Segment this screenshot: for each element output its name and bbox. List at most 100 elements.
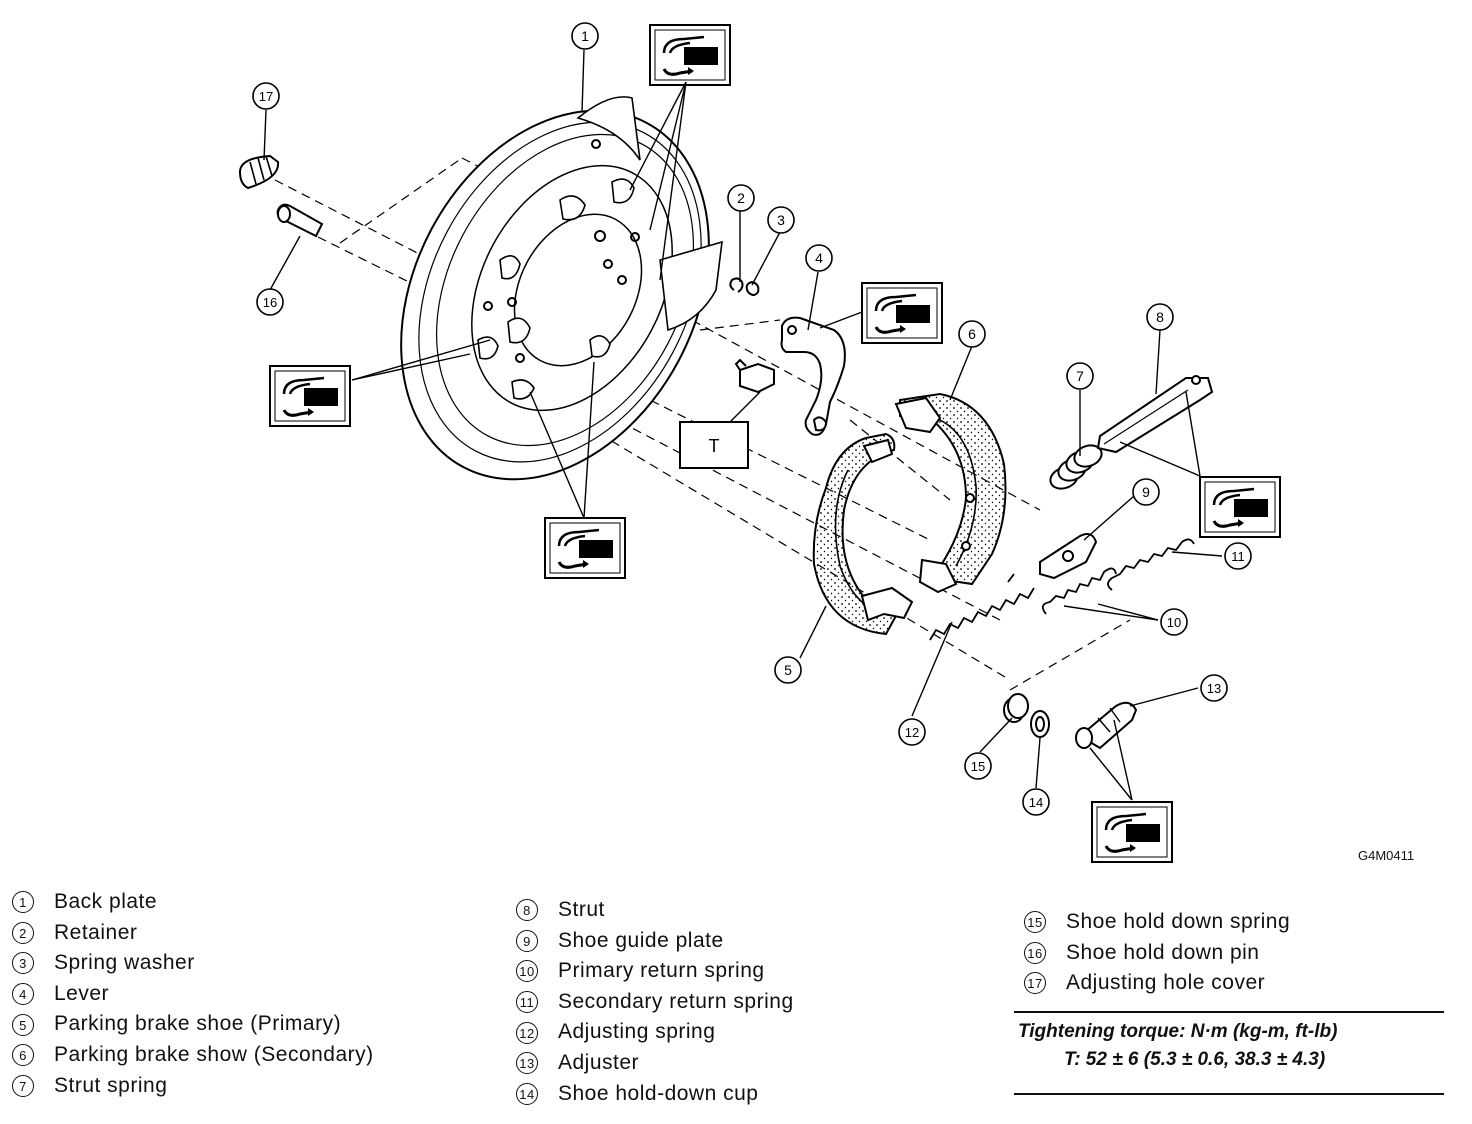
callout-15: 15 [964, 752, 992, 780]
exploded-brake-diagram: T [238, 22, 1282, 864]
legend-number: 6 [12, 1044, 34, 1067]
svg-text:5: 5 [784, 662, 792, 678]
callout-17: 17 [252, 82, 280, 110]
svg-text:3: 3 [777, 212, 785, 228]
legend-number: 9 [516, 929, 538, 952]
legend-label: Parking brake show (Secondary) [54, 1042, 374, 1066]
legend-item: 9 Shoe guide plate [516, 926, 794, 957]
primary-return-spring [1041, 567, 1117, 615]
legend-label: Shoe guide plate [558, 928, 724, 952]
callout-9: 9 [1132, 478, 1160, 506]
callout-5: 5 [774, 656, 802, 684]
legend-label: Strut [558, 898, 605, 921]
callout-6: 6 [958, 320, 986, 348]
tightening-torque-box: Tightening torque: N·m (kg-m, ft-lb) T: … [1014, 1011, 1444, 1095]
legend-label: Adjusting spring [558, 1020, 716, 1044]
callout-1: 1 [571, 22, 599, 50]
shoe-hold-down-cup [1030, 710, 1050, 738]
legend-number: 15 [1024, 911, 1046, 934]
legend-item: 10 Primary return spring [516, 956, 794, 987]
legend-item: 6 Parking brake show (Secondary) [12, 1040, 374, 1071]
callout-13: 13 [1200, 674, 1228, 702]
shoe-hold-down-spring [1003, 693, 1029, 723]
legend-number: 8 [516, 899, 538, 922]
figure-id: G4M0411 [1358, 848, 1415, 863]
legend-number: 7 [12, 1074, 34, 1097]
lever [780, 316, 846, 436]
adjusting-hole-cover [238, 154, 280, 190]
legend-label: Secondary return spring [558, 989, 794, 1013]
callout-3: 3 [767, 206, 795, 234]
svg-text:17: 17 [259, 89, 273, 104]
spring-washer [745, 280, 760, 296]
legend-label: Adjusting hole cover [1066, 971, 1266, 995]
legend-column-3: 15 Shoe hold down spring 16 Shoe hold down … [1024, 907, 1290, 999]
legend-number: 1 [12, 891, 34, 914]
legend-label: Lever [54, 981, 110, 1005]
svg-text:10: 10 [1167, 615, 1181, 630]
parking-brake-shoe-primary [812, 432, 914, 636]
strut [1096, 375, 1214, 454]
callout-10: 10 [1160, 608, 1188, 636]
legend-label: Primary return spring [558, 959, 765, 983]
torque-bolt [734, 358, 775, 394]
svg-text:8: 8 [1156, 309, 1164, 325]
legend-label: Retainer [54, 920, 138, 944]
shoe-hold-down-pin [276, 203, 324, 238]
svg-text:16: 16 [263, 295, 277, 310]
leader-lines [263, 49, 1223, 801]
svg-text:4: 4 [815, 250, 823, 266]
legend-number: 13 [516, 1052, 538, 1075]
legend-number: 16 [1024, 941, 1046, 964]
legend-number: 5 [12, 1013, 34, 1036]
strut-spring [1049, 444, 1103, 490]
legend-item: 3 Spring washer [12, 948, 374, 979]
grease-apply-icon [543, 516, 627, 580]
grease-apply-icon [860, 281, 944, 345]
torque-value: T: 52 ± 6 (5.3 ± 0.6, 38.3 ± 4.3) [1064, 1049, 1326, 1070]
callout-4: 4 [805, 244, 833, 272]
legend-number: 12 [516, 1021, 538, 1044]
legend-label: Shoe hold down pin [1066, 940, 1260, 964]
svg-text:13: 13 [1207, 681, 1221, 696]
svg-text:12: 12 [905, 725, 919, 740]
svg-text:6: 6 [968, 326, 976, 342]
grease-apply-icon [1090, 800, 1174, 864]
callout-2: 2 [727, 184, 755, 212]
legend-number: 10 [516, 960, 538, 983]
callout-7: 7 [1066, 362, 1094, 390]
parking-brake-shoe-secondary [894, 392, 1007, 594]
legend-number: 2 [12, 921, 34, 944]
legend-item: 2 Retainer [12, 918, 374, 949]
grease-apply-icon [268, 364, 352, 428]
legend-label: Shoe hold down spring [1066, 910, 1291, 933]
callout-16: 16 [256, 288, 284, 316]
back-plate [400, 96, 723, 481]
svg-text:15: 15 [971, 759, 985, 774]
legend-label: Back plate [54, 890, 158, 913]
legend-number: 14 [516, 1082, 538, 1105]
legend-number: 3 [12, 952, 34, 975]
torque-label-box [679, 421, 749, 469]
svg-text:11: 11 [1231, 549, 1245, 564]
legend-item: 4 Lever [12, 979, 374, 1010]
callout-8: 8 [1146, 303, 1174, 331]
legend-label: Spring washer [54, 951, 195, 975]
alignment-lines [274, 157, 1131, 691]
svg-text:14: 14 [1029, 795, 1043, 810]
legend-item: 8 Strut [516, 895, 794, 926]
legend-item: 12 Adjusting spring [516, 1017, 794, 1048]
secondary-return-spring [1107, 538, 1195, 591]
retainer [729, 277, 744, 293]
legend-number: 11 [516, 991, 538, 1014]
legend-item: 13 Adjuster [516, 1048, 794, 1079]
svg-text:7: 7 [1076, 368, 1084, 384]
svg-text:9: 9 [1142, 484, 1150, 500]
adjusting-spring [929, 573, 1035, 641]
legend-number: 4 [12, 983, 34, 1006]
legend-label: Adjuster [558, 1050, 640, 1074]
grease-apply-icon [1198, 475, 1282, 539]
